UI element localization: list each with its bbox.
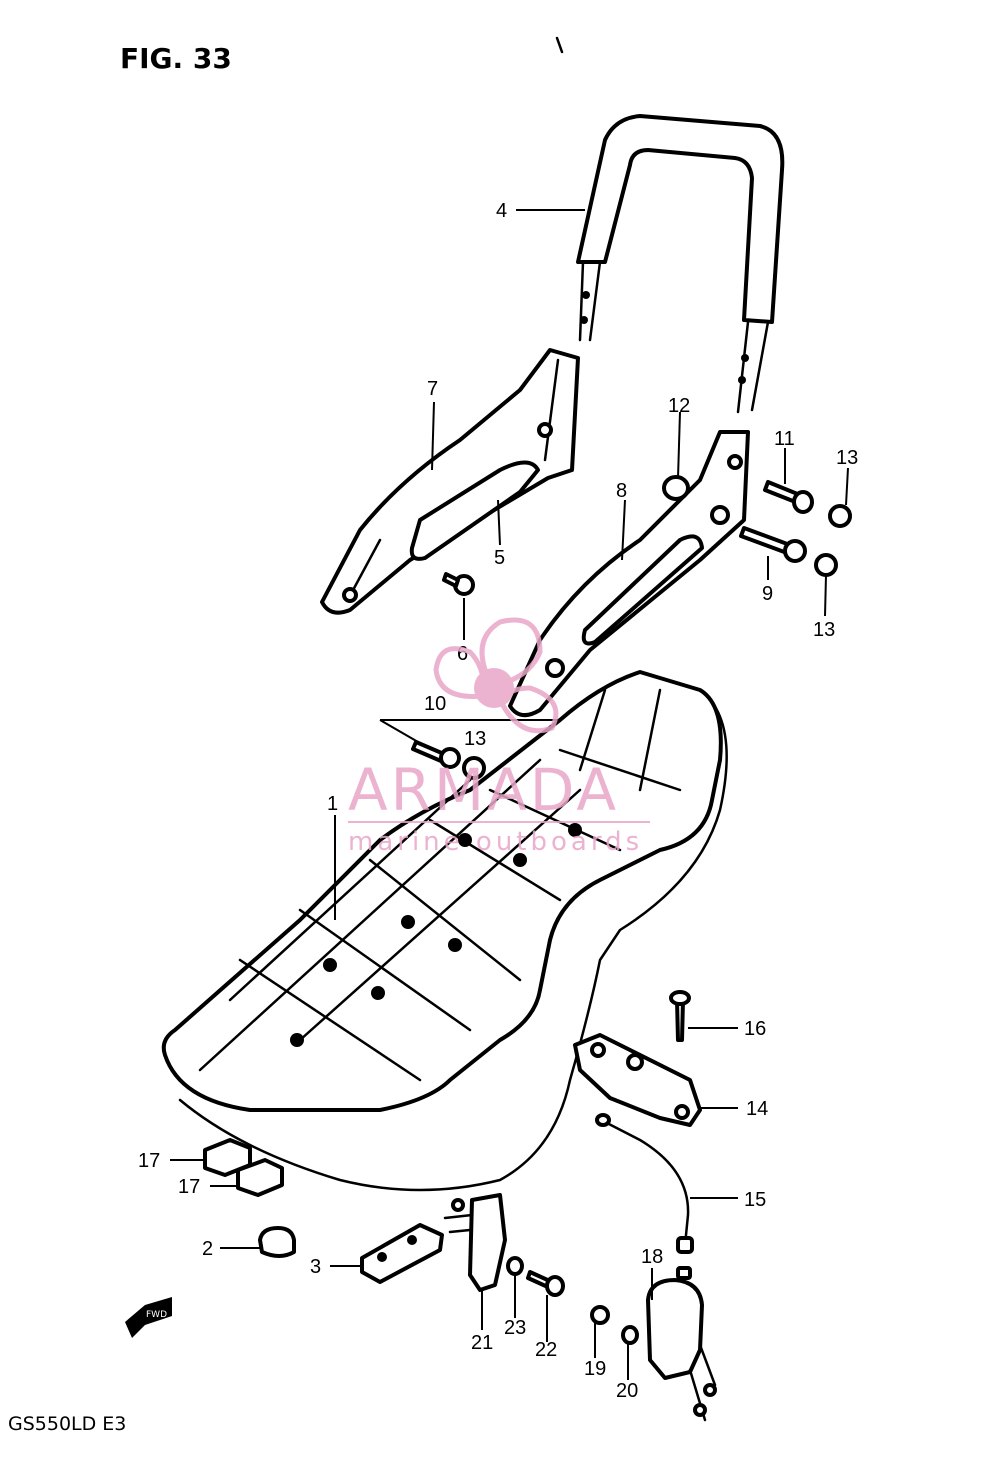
backrest-bar (576, 114, 785, 414)
bolt-22 (526, 1270, 565, 1297)
seat (161, 670, 728, 1192)
left-bracket (320, 348, 580, 615)
seat-lock-base (573, 1033, 702, 1127)
callout-13: 13 (813, 619, 835, 641)
right-bracket (508, 430, 750, 718)
bolt-19 (590, 1305, 610, 1325)
callout-2: 2 (202, 1238, 213, 1260)
figure-title: FIG. 33 (120, 42, 232, 75)
fwd-arrow: FWD (125, 1297, 172, 1338)
callout-7: 7 (427, 378, 438, 400)
model-code: GS550LD E3 (8, 1413, 126, 1435)
callout-21: 21 (471, 1332, 493, 1354)
callout-10: 10 (424, 693, 446, 715)
watermark-brand: ARMADA (348, 756, 619, 824)
callout-18: 18 (641, 1246, 663, 1268)
callout-14: 14 (746, 1098, 768, 1120)
speck (555, 36, 564, 54)
watermark: ARMADA marine outboards (348, 617, 650, 857)
callout-5: 5 (494, 547, 505, 569)
callout-17: 17 (178, 1176, 200, 1198)
rubber-cap (258, 1226, 296, 1258)
watermark-tagline: marine outboards (348, 827, 643, 857)
callout-3: 3 (310, 1256, 321, 1278)
fwd-label: FWD (146, 1310, 167, 1320)
callout-8: 8 (616, 480, 627, 502)
lock-plate (360, 1223, 444, 1284)
washer-20 (621, 1325, 639, 1345)
bracket-pad (409, 460, 540, 561)
seat-lock-right (646, 1278, 717, 1422)
callout-12: 12 (668, 395, 690, 417)
callout-13: 13 (836, 447, 858, 469)
callout-15: 15 (744, 1189, 766, 1211)
callout-17: 17 (138, 1150, 160, 1172)
callout-9: 9 (762, 583, 773, 605)
callout-6: 6 (457, 643, 468, 665)
nut-23 (506, 1256, 524, 1276)
callout-19: 19 (584, 1358, 606, 1380)
callout-13: 13 (464, 728, 486, 750)
seat-pads (203, 1138, 284, 1197)
leader-lines (170, 209, 849, 1380)
callout-20: 20 (616, 1380, 638, 1402)
callout-16: 16 (744, 1018, 766, 1040)
callout-labels: 4 7 12 11 13 8 5 9 6 13 10 13 1 16 14 17… (138, 200, 858, 1402)
seat-lock-left (443, 1193, 507, 1292)
callout-1: 1 (327, 793, 338, 815)
callout-11: 11 (774, 428, 795, 450)
hardware (411, 475, 852, 1042)
callout-22: 22 (535, 1339, 557, 1361)
callout-4: 4 (496, 200, 507, 222)
propeller-logo-icon (433, 617, 559, 734)
callout-23: 23 (504, 1317, 526, 1339)
lock-cable (595, 1113, 694, 1280)
